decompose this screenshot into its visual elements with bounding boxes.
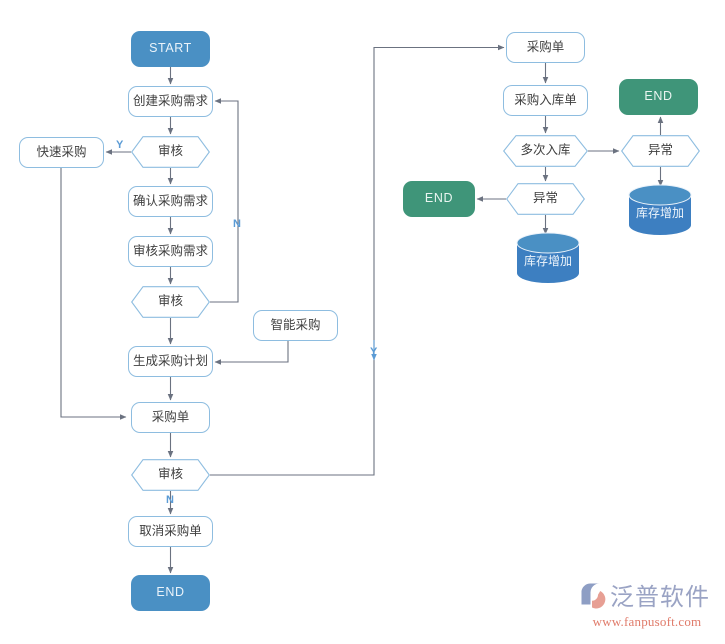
node-label: 创建采购需求 [132, 93, 208, 108]
hexagon-shape [506, 183, 585, 215]
hexagon-shape [131, 459, 210, 491]
hexagon-shape [503, 135, 588, 167]
node-end-middle[interactable]: END [403, 181, 475, 217]
node-label: END [424, 191, 454, 206]
node-audit-2[interactable]: 审核 [131, 286, 210, 318]
node-label: 审核 [157, 294, 183, 309]
cylinder-shape [516, 232, 580, 283]
node-audit-3[interactable]: 审核 [131, 459, 210, 491]
node-label: 快速采购 [36, 144, 87, 159]
node-exception-middle[interactable]: 异常 [506, 183, 585, 215]
node-label: 取消采购单 [139, 523, 202, 538]
node-audit-purchase-request[interactable]: 审核采购需求 [128, 236, 213, 267]
watermark-url: www.fanpusoft.com [592, 614, 702, 629]
edge-label-right-yes: Y [370, 346, 378, 358]
fanpu-logo-icon [581, 583, 606, 609]
node-multiple-inbound[interactable]: 多次入库 [503, 135, 588, 167]
node-start[interactable]: START [131, 31, 210, 67]
edge-label-audit1-yes: Y [116, 139, 124, 151]
node-label: 采购单 [526, 39, 565, 54]
node-label: 审核采购需求 [132, 243, 208, 258]
node-create-purchase-request[interactable]: 创建采购需求 [128, 86, 213, 117]
node-label: 审核 [157, 144, 183, 159]
node-label: 多次入库 [520, 143, 571, 158]
node-cancel-purchase-order[interactable]: 取消采购单 [128, 516, 213, 547]
edge-label-audit2-no: N [233, 218, 241, 230]
node-label: 审核 [157, 467, 183, 482]
cylinder-shape [628, 184, 692, 235]
watermark-brand-row: 泛普软件 [577, 582, 717, 612]
node-stock-increase-middle[interactable]: 库存增加 [516, 232, 580, 284]
node-end-left[interactable]: END [131, 575, 210, 611]
node-label: 采购入库单 [514, 92, 577, 107]
hexagon-shape [131, 286, 210, 318]
node-label: 采购单 [151, 409, 190, 424]
node-label: 库存增加 [635, 206, 684, 221]
watermark: 泛普软件 www.fanpusoft.com [577, 582, 717, 638]
node-label: END [156, 585, 185, 600]
node-audit-1[interactable]: 审核 [131, 136, 210, 168]
node-purchase-order-right[interactable]: 采购单 [506, 32, 585, 63]
node-purchase-order-left[interactable]: 采购单 [131, 402, 210, 433]
hexagon-shape [621, 135, 700, 167]
hexagon-shape [131, 136, 210, 168]
node-end-right[interactable]: END [619, 79, 698, 115]
node-exception-right[interactable]: 异常 [621, 135, 700, 167]
node-label: 库存增加 [523, 254, 572, 269]
node-fast-purchase[interactable]: 快速采购 [19, 137, 104, 168]
node-label: 智能采购 [270, 317, 321, 332]
node-label: 确认采购需求 [132, 193, 208, 208]
node-label: 异常 [647, 143, 673, 158]
node-label: 生成采购计划 [132, 353, 208, 368]
node-label: END [644, 89, 673, 104]
node-confirm-purchase-request[interactable]: 确认采购需求 [128, 186, 213, 217]
edge-label-audit3-no: N [166, 494, 174, 506]
node-stock-increase-right[interactable]: 库存增加 [628, 184, 692, 236]
node-smart-purchase[interactable]: 智能采购 [253, 310, 338, 341]
node-purchase-receipt[interactable]: 采购入库单 [503, 85, 588, 116]
node-label: 异常 [532, 191, 558, 206]
node-generate-purchase-plan[interactable]: 生成采购计划 [128, 346, 213, 377]
watermark-brand-text: 泛普软件 [610, 583, 710, 611]
node-label: START [149, 41, 192, 56]
